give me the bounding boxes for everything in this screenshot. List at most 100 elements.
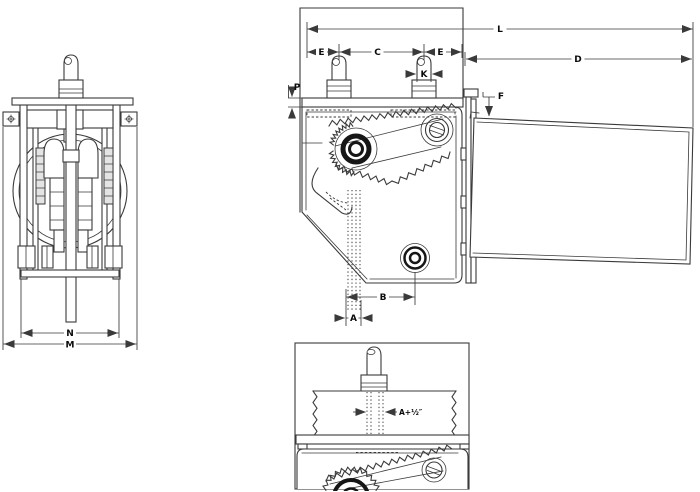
left-mount-crosshair (6, 114, 16, 124)
stud-right-nut (411, 79, 437, 99)
shaft-collar (62, 149, 80, 163)
foot-4 (104, 245, 123, 269)
base-rail (20, 269, 120, 278)
dim-label-p: P (294, 83, 301, 93)
ratchet-hub-ring (340, 133, 372, 165)
right-friction-hatch (103, 155, 114, 197)
detail-rack-teeth (325, 444, 453, 482)
detail-rod-collar (360, 374, 388, 393)
dim-label-a-plus-half: A+½″ (399, 408, 423, 417)
hinge-knuckle-1 (460, 147, 467, 161)
stack-lines (49, 191, 93, 221)
dim-label-a: A (350, 314, 357, 324)
dim-m: M (2, 127, 138, 351)
hinge-knuckle-2 (460, 195, 467, 209)
dim-f: F (482, 92, 504, 117)
frame-band-break-right (451, 390, 457, 438)
dim-label-c: C (374, 48, 381, 58)
dim-p: P (288, 83, 302, 119)
frame-band-break-left (312, 390, 318, 438)
stud-left-hole (332, 58, 340, 66)
stud-right-hole (417, 58, 425, 66)
detail-plate-tab-left (297, 443, 308, 450)
foot-2 (41, 245, 54, 269)
dim-a-plus-half: A+½″ (353, 408, 423, 417)
stud-right-nut-lines (411, 85, 437, 92)
detail-gear-case (296, 448, 469, 490)
ratchet-hub-bore (348, 141, 364, 157)
dim-label-d: D (574, 55, 581, 65)
dim-label-e-right: E (437, 48, 443, 58)
rod-hole (64, 57, 72, 65)
right-spool (77, 138, 99, 179)
frame-band-fill (313, 391, 456, 437)
detail-view: A+½″ (294, 342, 470, 491)
hub-teeth-upper (328, 121, 354, 146)
detail-arm-boss (421, 457, 447, 483)
hinge-knuckle-3 (460, 242, 467, 256)
rack-teeth-top (328, 102, 457, 127)
dim-l: L (307, 24, 693, 35)
side-view: L D E C E K (288, 7, 694, 326)
detail-bolt-slot (426, 465, 441, 476)
dim-label-b: B (380, 293, 387, 303)
hidden-plate-slots (306, 109, 456, 118)
dim-extension-lines (306, 22, 694, 127)
dim-k: K (405, 66, 443, 82)
left-spool (43, 138, 65, 179)
left-lower-block (53, 229, 65, 253)
lower-bolt-ring (403, 246, 427, 270)
detail-hub-teeth (322, 466, 380, 491)
gear-case-inner-walls (302, 111, 457, 280)
lower-bolt-bore (408, 251, 422, 265)
dim-label-m: M (66, 341, 75, 351)
dim-label-l: L (497, 25, 503, 35)
ratchet-hub-rim (334, 127, 378, 171)
foot-3 (86, 245, 99, 269)
dim-n: N (20, 279, 120, 339)
detail-arm-bolt (425, 461, 443, 479)
hub-teeth-lower (328, 150, 355, 177)
hidden-chain-slot (347, 190, 361, 310)
top-plate (11, 97, 134, 106)
stud-left-nut-lines (326, 85, 352, 92)
handle-bar-edges (469, 111, 690, 261)
dim-d: D (466, 54, 692, 65)
rod-collar-lines (58, 88, 84, 94)
detail-plate-tab-right (459, 443, 470, 450)
detail-hub-bore (343, 487, 359, 491)
right-lower-block (77, 229, 89, 253)
feet-lines (25, 245, 114, 269)
detail-rod-hole (366, 348, 376, 355)
handle-bar (469, 117, 694, 265)
rack-teeth-bottom-right (391, 151, 451, 185)
right-friction-plate (103, 147, 114, 205)
front-view: N M (2, 54, 138, 351)
rack-teeth-bottom-left (335, 163, 393, 186)
right-pawl-stack (77, 177, 93, 231)
hinge-cap (463, 88, 479, 98)
detail-hub-ring (332, 478, 370, 491)
handle-shaft-edge-on (65, 104, 77, 323)
right-mount-crosshair (124, 114, 134, 124)
dim-label-n: N (66, 329, 74, 339)
left-pawl-stack (49, 177, 65, 231)
case-top-plate (301, 97, 464, 108)
dim-label-e-left: E (318, 48, 324, 58)
left-friction-hatch (35, 155, 46, 197)
stud-left-nut (326, 79, 352, 99)
arm-boss (420, 113, 454, 147)
detail-collar-lines (360, 382, 388, 388)
dim-a: A (334, 300, 373, 326)
arm-bolt-slot (428, 124, 445, 136)
pawl-outline (311, 167, 353, 215)
dim-label-k: K (421, 70, 429, 80)
sector-arm-lines (334, 118, 444, 169)
detail-top-plate (295, 434, 470, 445)
arm-bolt-outer (424, 117, 450, 143)
dim-label-f: F (498, 92, 504, 102)
foot-1 (17, 245, 36, 269)
dim-e-c-e: E C E (307, 47, 462, 58)
